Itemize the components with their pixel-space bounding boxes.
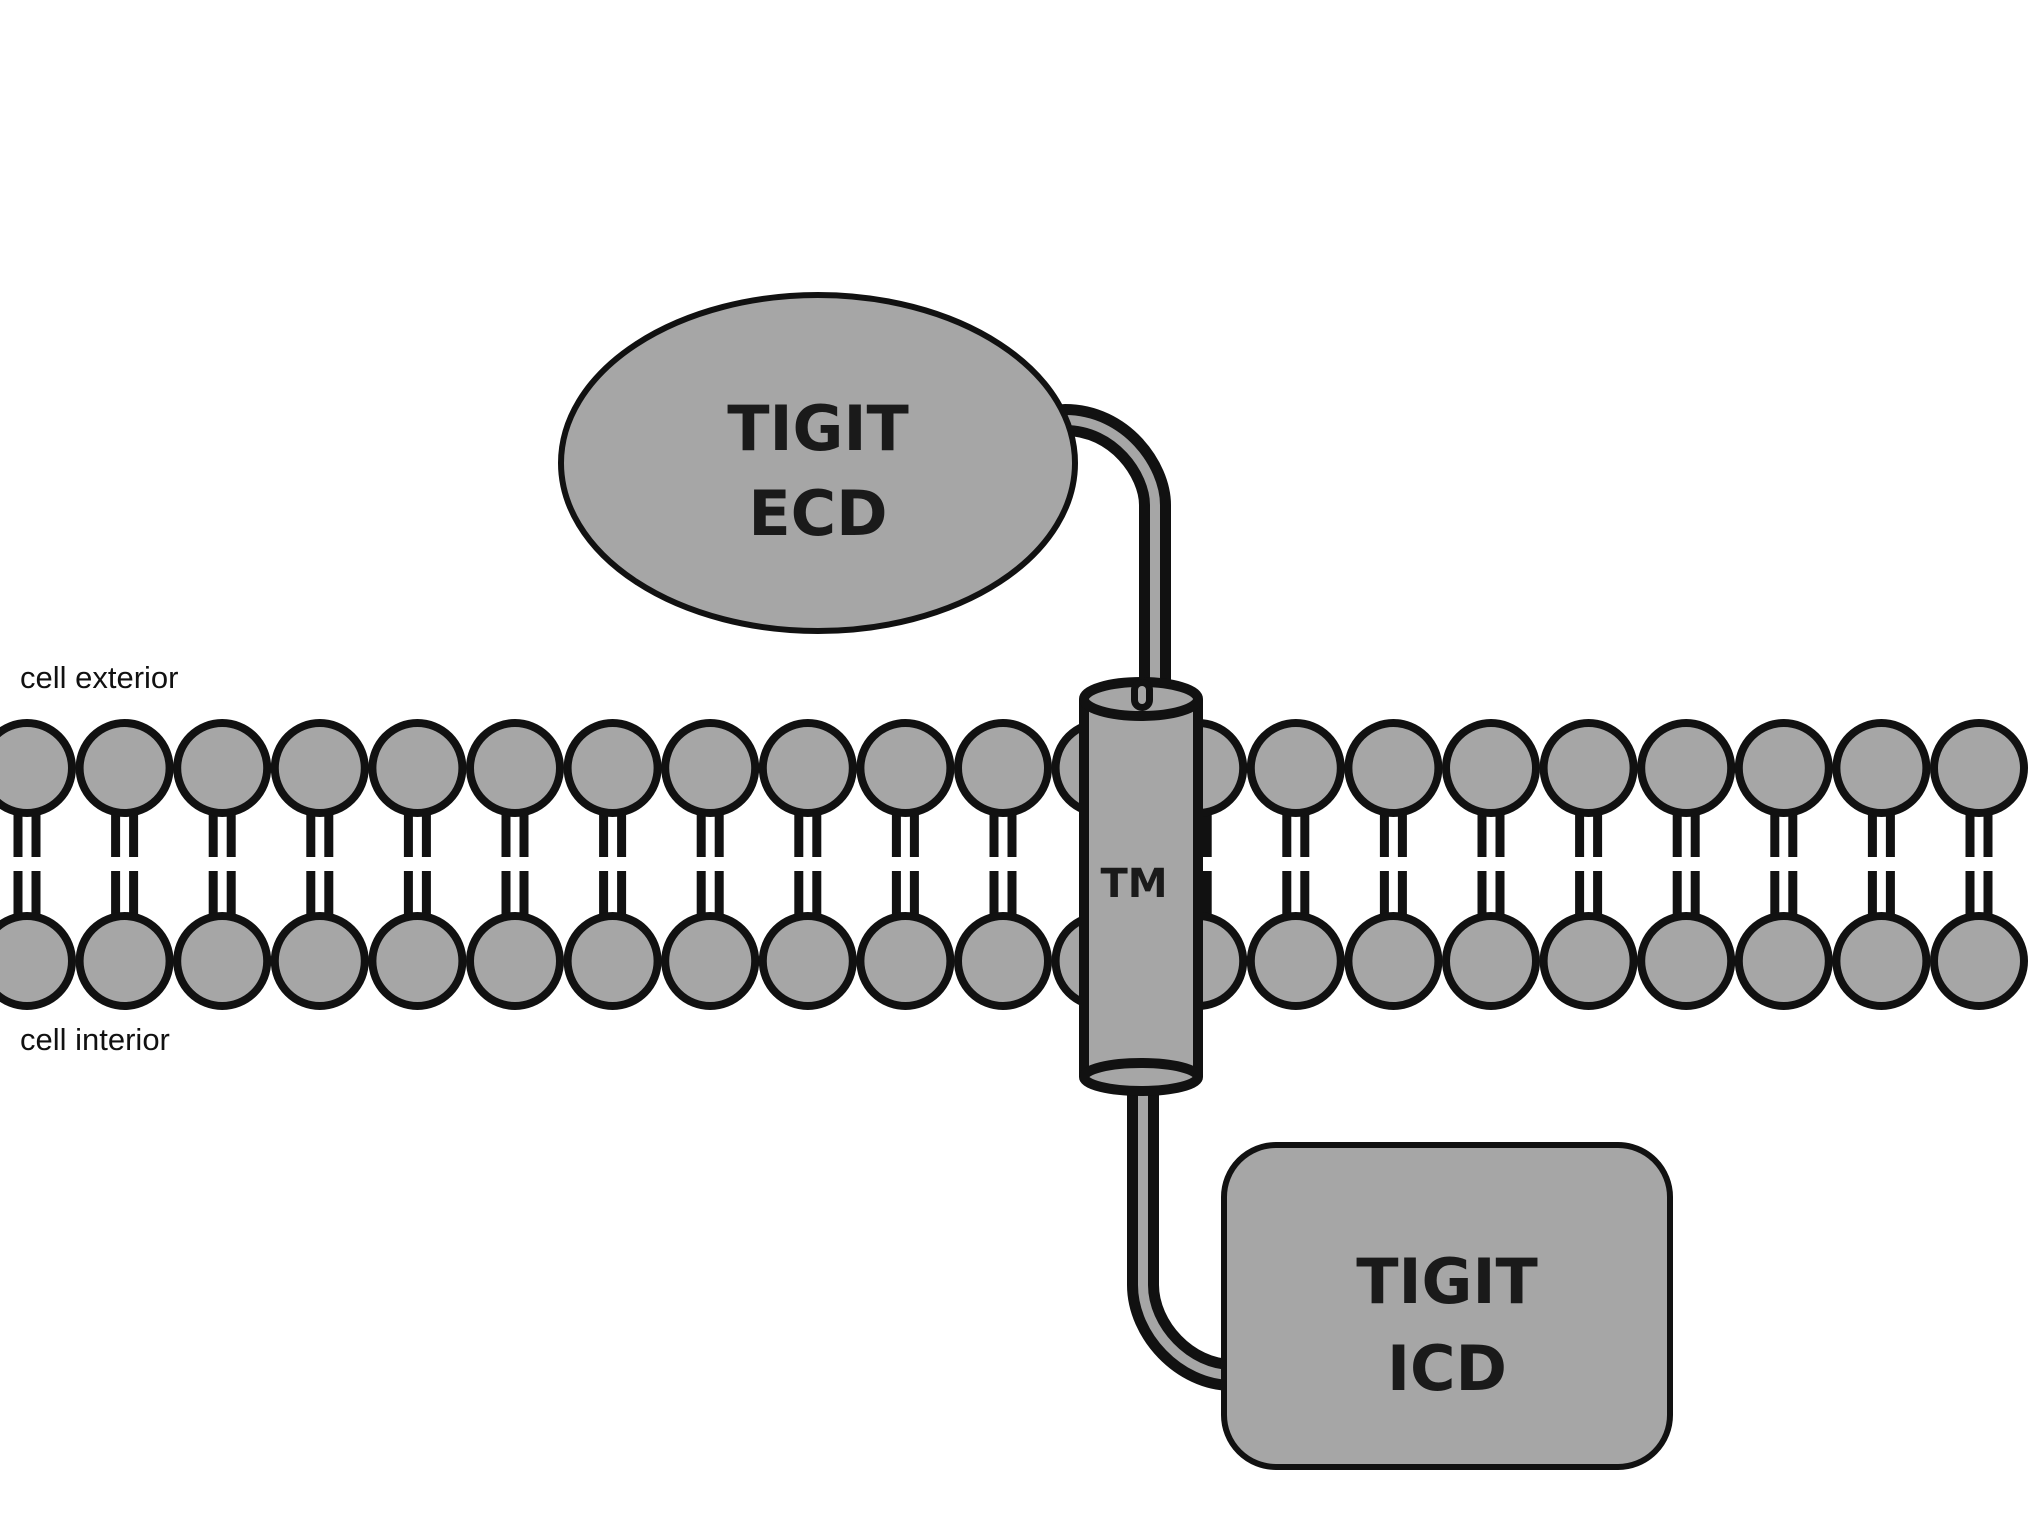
lipid-head [856,719,955,817]
tigit-icd: TIGIT ICD [1221,1142,1673,1470]
lipid-head [466,912,564,1010]
lipid-head [75,912,174,1010]
lipid-head [270,719,369,817]
lipid-head [758,719,857,817]
lipid-tails [13,809,1993,920]
lipid-head [1344,719,1443,817]
outer-leaflet [0,719,2028,817]
lipid-head [1734,912,1833,1010]
lipid-head [758,912,857,1010]
lipid-head [1539,719,1638,817]
icd-linker [1127,1090,1234,1391]
lipid-head [1734,719,1833,817]
lipid-head [1832,719,1931,817]
tm-label: TM [1100,861,1167,907]
ecd-label-line1: TIGIT [727,392,909,465]
lipid-head [563,719,662,817]
lipid-head [368,912,467,1010]
lipid-head [368,719,467,817]
lipid-head [1344,912,1443,1010]
lipid-head [1637,912,1736,1010]
icd-label-line2: ICD [1387,1332,1507,1405]
lipid-head [954,719,1052,817]
lipid-head [0,719,76,817]
cell-interior-label: cell interior [20,1022,170,1057]
lipid-head [75,719,174,817]
lipid-head [1539,912,1638,1010]
ecd-label-line2: ECD [748,477,887,550]
lipid-head [1246,912,1345,1010]
tigit-ecd: TIGIT ECD [558,292,1078,634]
lipid-head [173,719,272,817]
lipid-head [0,912,76,1010]
inner-leaflet [0,912,2028,1010]
lipid-head [1832,912,1931,1010]
lipid-head [270,912,369,1010]
lipid-head [1246,719,1345,817]
lipid-head [173,912,272,1010]
lipid-head [563,912,662,1010]
tm-helix: TM [1079,677,1203,1096]
lipid-head [856,912,955,1010]
lipid-head [1930,719,2028,817]
lipid-head [466,719,564,817]
ecd-linker [1049,404,1171,716]
cell-exterior-label: cell exterior [20,660,179,695]
lipid-head [1930,912,2028,1010]
lipid-head [954,912,1052,1010]
lipid-head [661,719,760,817]
lipid-head [1442,719,1540,817]
icd-label-line1: TIGIT [1356,1245,1538,1318]
lipid-head [661,912,760,1010]
lipid-head [1637,719,1736,817]
lipid-head [1442,912,1540,1010]
